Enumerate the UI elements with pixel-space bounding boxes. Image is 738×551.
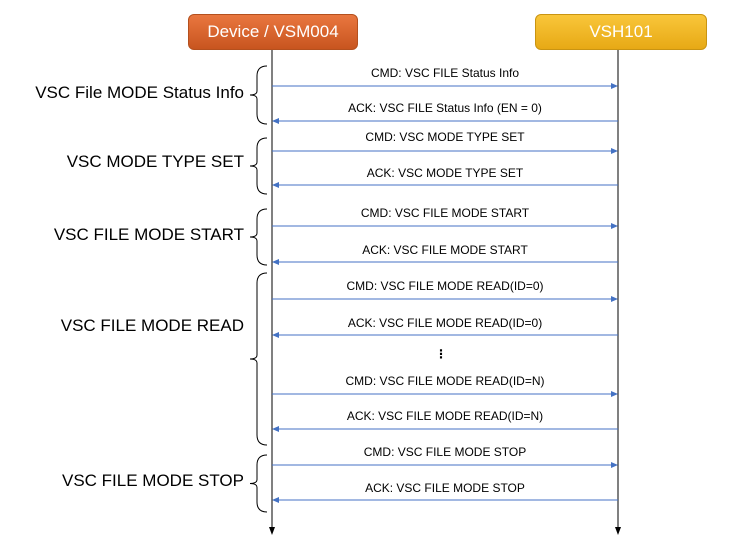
- ack-message-label: ACK: VSC FILE MODE READ(ID=0): [348, 316, 542, 330]
- cmd-arrow-head: [611, 223, 618, 229]
- ack-arrow-head: [272, 259, 279, 265]
- cmd-message-label: CMD: VSC FILE MODE STOP: [364, 445, 526, 459]
- ack-arrow-head: [272, 118, 279, 124]
- cmd-message-label: CMD: VSC MODE TYPE SET: [365, 130, 525, 144]
- phase-label: VSC FILE MODE STOP: [61, 471, 244, 490]
- ack-arrow-head: [272, 332, 279, 338]
- ellipsis: ⋮: [435, 347, 447, 361]
- lifeline-vsh-end: [615, 527, 621, 535]
- ack-message-label: ACK: VSC FILE MODE START: [362, 243, 528, 257]
- ack-message-label: ACK: VSC FILE Status Info (EN = 0): [348, 101, 542, 115]
- phase-label: VSC File MODE Status Info: [35, 83, 244, 102]
- participant-device: Device / VSM004: [188, 14, 358, 50]
- phase-label: VSC FILE MODE START: [53, 225, 244, 244]
- phase-bracket: [249, 454, 268, 513]
- phase-label: VSC MODE TYPE SET: [66, 152, 244, 171]
- lifeline-device-end: [269, 527, 275, 535]
- cmd-message-label: CMD: VSC FILE Status Info: [371, 66, 519, 80]
- cmd-arrow-head: [611, 391, 618, 397]
- phase-bracket: [249, 65, 268, 125]
- cmd-arrow-head: [611, 148, 618, 154]
- ack-arrow-head: [272, 426, 279, 432]
- ack-message-label: ACK: VSC FILE MODE STOP: [365, 481, 525, 495]
- ack-arrow-head: [272, 497, 279, 503]
- cmd-message-label: CMD: VSC FILE MODE READ(ID=0): [346, 279, 543, 293]
- phase-bracket: [249, 272, 268, 446]
- cmd-message-label: CMD: VSC FILE MODE READ(ID=N): [345, 374, 544, 388]
- phase-bracket: [249, 137, 268, 195]
- ack-arrow-head: [272, 182, 279, 188]
- cmd-arrow-head: [611, 83, 618, 89]
- ack-message-label: ACK: VSC FILE MODE READ(ID=N): [347, 409, 543, 423]
- participant-vsh: VSH101: [535, 14, 707, 50]
- cmd-message-label: CMD: VSC FILE MODE START: [361, 206, 530, 220]
- ack-message-label: ACK: VSC MODE TYPE SET: [367, 166, 524, 180]
- phase-label: VSC FILE MODE READ: [60, 316, 244, 335]
- phase-bracket: [249, 208, 268, 266]
- cmd-arrow-head: [611, 296, 618, 302]
- cmd-arrow-head: [611, 462, 618, 468]
